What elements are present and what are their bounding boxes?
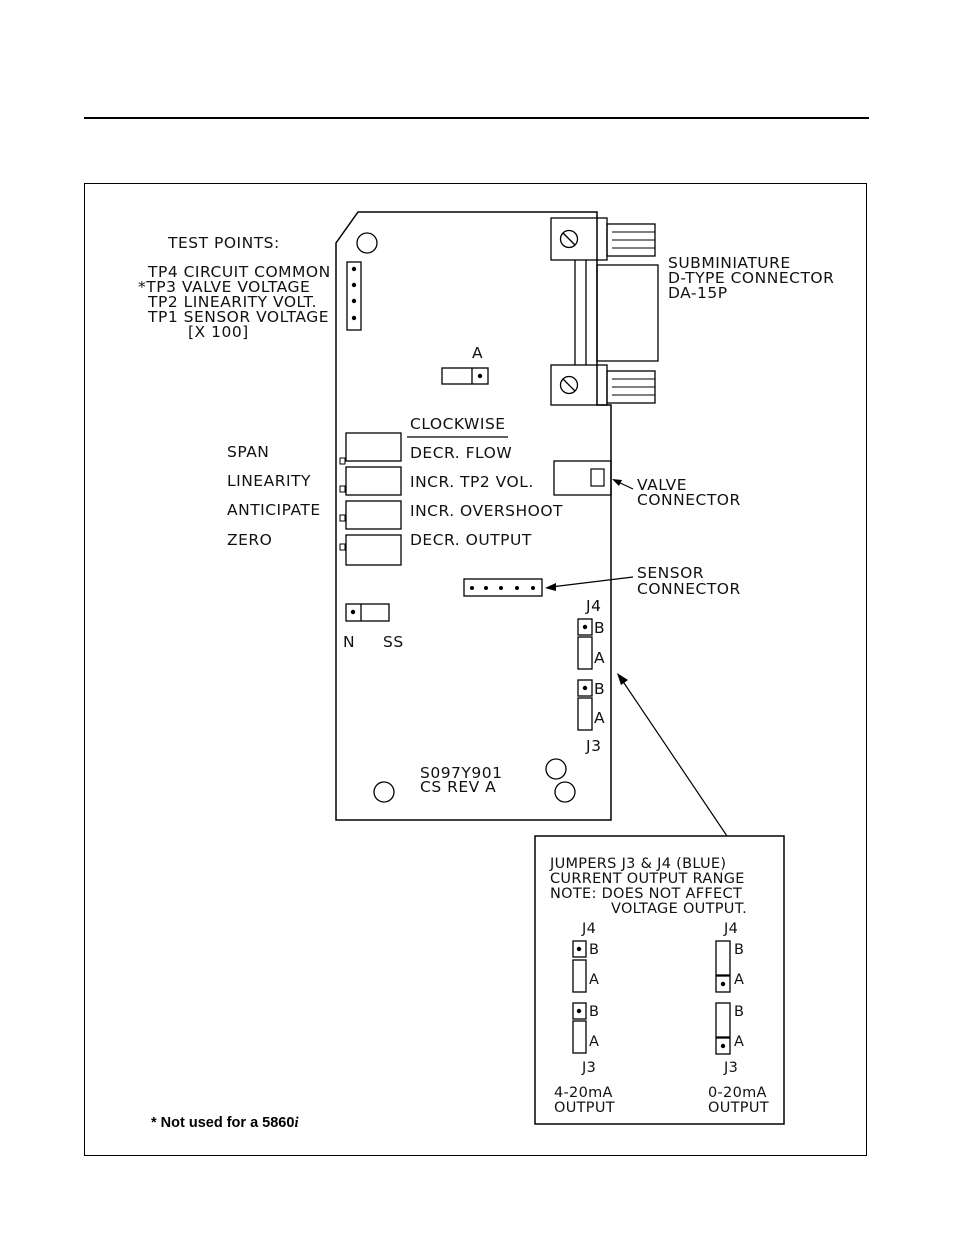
mounting-hole [356, 232, 378, 254]
board-a-label: A [594, 649, 605, 667]
test-point-line: [X 100] [188, 323, 249, 341]
test-point-line: *TP3 VALVE VOLTAGE [138, 278, 310, 296]
test-point-line: TP2 LINEARITY VOLT. [147, 293, 317, 311]
pot-action-linearity: INCR. TP2 VOL. [410, 473, 534, 491]
footnote-suffix: i [294, 1115, 299, 1131]
inset-jumper-4-20-j3 [572, 1002, 587, 1054]
inset-b-right: B [734, 1004, 744, 1020]
inset-a-left: A [589, 972, 599, 988]
inset-text: CURRENT OUTPUT RANGE [550, 871, 745, 887]
inset-jumper-0-20-j4 [715, 940, 731, 993]
inset-caption-0-20: 0-20mA [708, 1085, 767, 1101]
mounting-hole [545, 758, 567, 780]
header-rule [84, 117, 869, 119]
inset-a-right: A [734, 1034, 744, 1050]
pcb-outline [335, 211, 612, 821]
pot-name-zero: ZERO [227, 531, 272, 549]
jumper-inset-box [534, 835, 785, 1125]
inset-j4-right: J4 [723, 921, 738, 937]
figure-frame [84, 183, 867, 1156]
test-point-line: TP4 CIRCUIT COMMON [147, 263, 331, 281]
board-b-label: B [594, 619, 605, 637]
valve-connector-label: VALVE [637, 476, 687, 494]
inset-a-left: A [589, 1034, 599, 1050]
potentiometers [339, 432, 402, 566]
inset-b-left: B [589, 942, 599, 958]
switch-label-ss: SS [383, 633, 404, 651]
board-jumper-j4 [577, 618, 593, 670]
n-ss-switch [345, 603, 390, 622]
board-id: S097Y901 [420, 764, 502, 782]
switch-label-n: N [343, 633, 355, 651]
inset-b-left: B [589, 1004, 599, 1020]
inset-j4-left: J4 [581, 921, 596, 937]
board-b-label: B [594, 680, 605, 698]
inset-jumper-4-20-j4 [572, 940, 587, 993]
board-a-label: A [594, 709, 605, 727]
pot-action-zero: DECR. OUTPUT [410, 531, 532, 549]
board-rev: CS REV A [420, 778, 496, 796]
inset-text: JUMPERS J3 & J4 (BLUE) [549, 856, 726, 872]
inset-a-right: A [734, 972, 744, 988]
inset-caption-0-20: OUTPUT [708, 1100, 769, 1116]
pot-name-span: SPAN [227, 443, 269, 461]
inset-j3-left: J3 [581, 1060, 596, 1076]
connector-label: DA-15P [668, 284, 728, 302]
board-j3-label: J3 [585, 737, 601, 755]
inset-j3-right: J3 [723, 1060, 738, 1076]
test-point-header [346, 261, 362, 331]
sensor-connector-arrow [545, 576, 634, 591]
clockwise-header: CLOCKWISE [410, 415, 506, 433]
pot-name-anticipate: ANTICIPATE [227, 501, 321, 519]
sensor-connector-label: CONNECTOR [637, 580, 741, 598]
pot-name-linearity: LINEARITY [227, 472, 311, 490]
mounting-hole [373, 781, 395, 803]
jumper-a [441, 367, 489, 385]
test-point-line: TP1 SENSOR VOLTAGE [147, 308, 329, 326]
inset-text: VOLTAGE OUTPUT. [611, 901, 747, 917]
pot-action-anticipate: INCR. OVERSHOOT [410, 502, 563, 520]
inset-caption-4-20: OUTPUT [554, 1100, 615, 1116]
mounting-hole [554, 781, 576, 803]
sensor-connector [463, 578, 543, 597]
valve-connector-label: CONNECTOR [637, 491, 741, 509]
valve-connector-arrow [612, 479, 634, 490]
jumper-callout-arrow [617, 673, 728, 837]
pot-action-span: DECR. FLOW [410, 444, 512, 462]
footnote: * Not used for a 5860i [151, 1115, 298, 1132]
d-type-connector [550, 217, 659, 406]
sensor-connector-label: SENSOR [637, 564, 704, 582]
inset-b-right: B [734, 942, 744, 958]
connector-label: D-TYPE CONNECTOR [668, 269, 834, 287]
valve-connector [553, 460, 612, 496]
board-j4-label: J4 [585, 597, 601, 615]
footnote-text: * Not used for a 5860 [151, 1115, 295, 1131]
board-jumper-j3 [577, 679, 593, 731]
inset-text: NOTE: DOES NOT AFFECT [550, 886, 742, 902]
test-points-heading: TEST POINTS: [167, 234, 280, 252]
connector-label: SUBMINIATURE [668, 254, 791, 272]
inset-caption-4-20: 4-20mA [554, 1085, 613, 1101]
inset-jumper-0-20-j3 [715, 1002, 731, 1055]
jumper-a-label: A [472, 344, 483, 362]
